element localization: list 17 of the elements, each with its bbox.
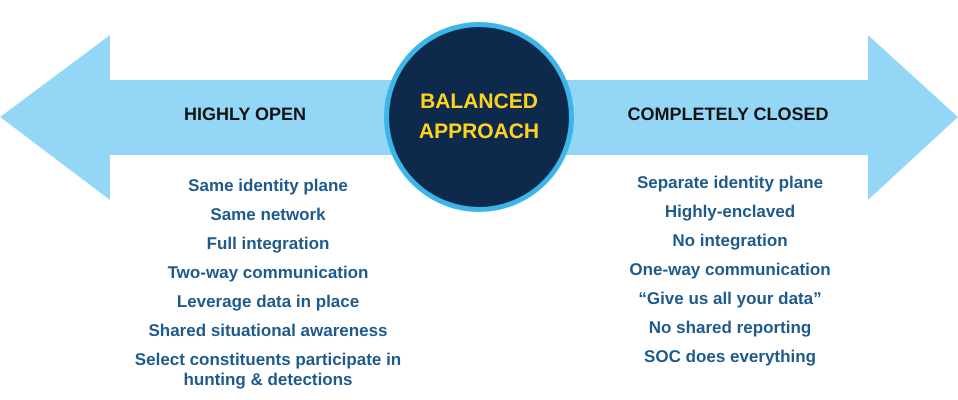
bullet-item: No shared reporting [648, 318, 812, 338]
bullet-item: “Give us all your data” [637, 289, 823, 309]
bullet-item: Separate identity plane [636, 173, 824, 193]
bullet-item: No integration [671, 231, 789, 251]
bullet-item: Shared situational awareness [147, 321, 389, 341]
bullet-item: Highly-enclaved [664, 202, 796, 222]
spectrum-heading: COMPLETELY CLOSED [627, 104, 829, 125]
bullet-item: Select constituents participate in hunting & detections [134, 350, 402, 390]
bullet-item: Two-way communication [166, 263, 370, 283]
approach-circle: BALANCED APPROACH [384, 22, 574, 212]
spectrum-heading: HIGHLY OPEN [184, 104, 306, 125]
bullet-item: SOC does everything [643, 347, 817, 367]
bullet-item: Leverage data in place [176, 292, 360, 312]
bullet-item: One-way communication [628, 260, 832, 280]
bullet-item: Same identity plane [187, 176, 349, 196]
bullet-item: Same network [209, 205, 327, 225]
bullet-item: Full integration [206, 234, 330, 254]
